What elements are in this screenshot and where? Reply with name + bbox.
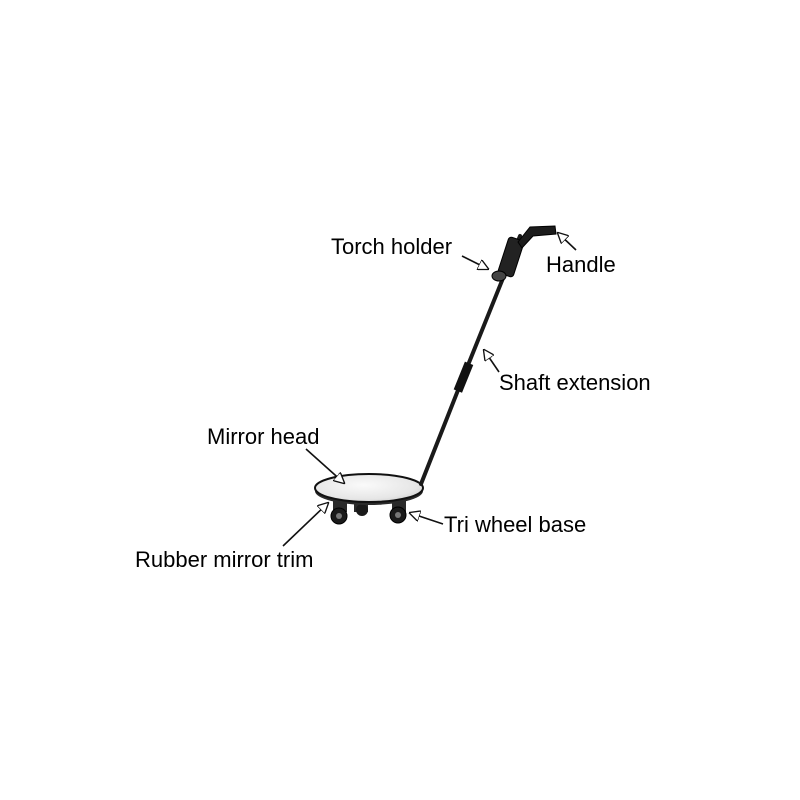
wheel-middle (356, 504, 368, 516)
leader-arrows (282, 233, 577, 547)
shaft-lower (419, 373, 466, 486)
label-handle: Handle (546, 252, 616, 277)
arrow-handle (558, 233, 577, 251)
arrow-torch-holder (461, 255, 488, 269)
wheel-left-hub (336, 513, 342, 519)
label-shaft-extension: Shaft extension (499, 370, 651, 395)
wheel-right-hub (395, 512, 401, 518)
mirror-head (314, 473, 424, 505)
handle (517, 225, 557, 249)
mirror-surface (314, 473, 424, 503)
shaft-collar (453, 361, 474, 393)
torch-holder-clamp (491, 270, 507, 282)
arrow-rubber-mirror-trim (282, 503, 328, 547)
arrow-shaft-extension (484, 350, 500, 373)
arrow-mirror-head (305, 448, 344, 483)
handle-grip (517, 225, 557, 249)
label-tri-wheel-base: Tri wheel base (444, 512, 587, 537)
label-rubber-mirror-trim: Rubber mirror trim (135, 547, 314, 572)
arrow-tri-wheel-base (410, 513, 444, 525)
torch-holder (491, 236, 525, 282)
label-mirror-head: Mirror head (207, 424, 320, 449)
label-torch-holder: Torch holder (331, 234, 453, 259)
